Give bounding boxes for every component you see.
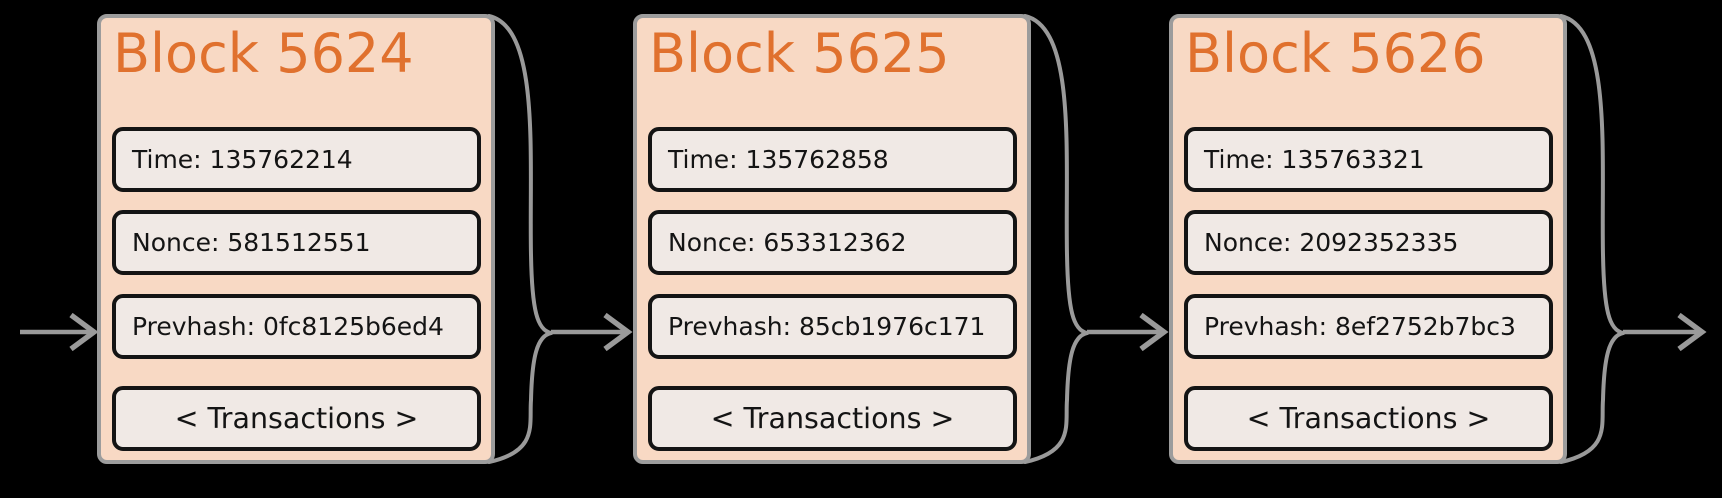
nonce-field: Nonce: 653312362	[648, 210, 1017, 275]
transactions-field: < Transactions >	[112, 386, 481, 451]
block-card-5624: Block 5624 Time: 135762214 Nonce: 581512…	[97, 14, 495, 464]
chain-exit-arrow	[1559, 14, 1707, 464]
time-field: Time: 135762214	[112, 127, 481, 192]
time-field: Time: 135763321	[1184, 127, 1553, 192]
nonce-field: Nonce: 581512551	[112, 210, 481, 275]
prevhash-field: Prevhash: 0fc8125b6ed4	[112, 294, 481, 359]
block-card-5625: Block 5625 Time: 135762858 Nonce: 653312…	[633, 14, 1031, 464]
chain-link-2	[1023, 14, 1169, 464]
block-title: Block 5624	[113, 22, 414, 85]
prevhash-field: Prevhash: 85cb1976c171	[648, 294, 1017, 359]
transactions-field: < Transactions >	[648, 386, 1017, 451]
block-title: Block 5626	[1185, 22, 1486, 85]
chain-link-1	[487, 14, 633, 464]
nonce-field: Nonce: 2092352335	[1184, 210, 1553, 275]
time-field: Time: 135762858	[648, 127, 1017, 192]
chain-entry-arrow	[20, 312, 99, 352]
block-title: Block 5625	[649, 22, 950, 85]
block-card-5626: Block 5626 Time: 135763321 Nonce: 209235…	[1169, 14, 1567, 464]
prevhash-field: Prevhash: 8ef2752b7bc3	[1184, 294, 1553, 359]
transactions-field: < Transactions >	[1184, 386, 1553, 451]
